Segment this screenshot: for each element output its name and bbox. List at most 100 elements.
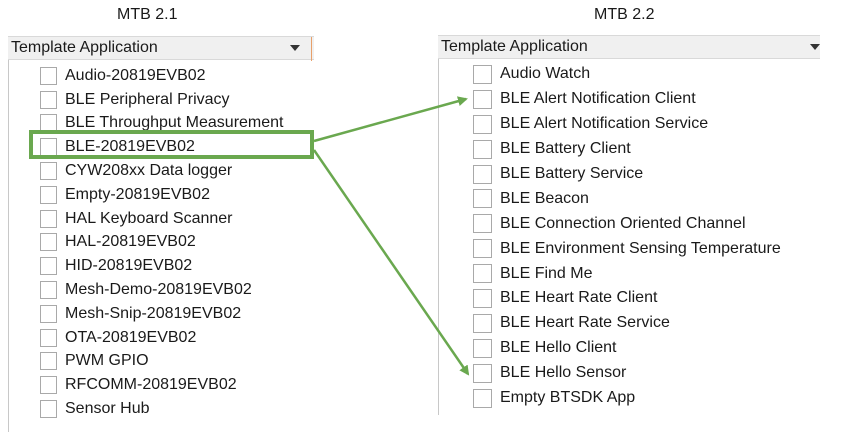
list-item-label: BLE Alert Notification Service <box>500 115 709 133</box>
list-item-label: Audio-20819EVB02 <box>65 66 206 84</box>
checkbox[interactable] <box>473 214 492 234</box>
list-item[interactable]: BLE Alert Notification Service <box>473 112 820 137</box>
list-item[interactable]: BLE Hello Client <box>473 336 820 361</box>
list-item[interactable]: BLE Alert Notification Client <box>473 87 820 112</box>
list-item[interactable]: Empty BTSDK App <box>473 386 820 411</box>
list-item[interactable]: BLE Find Me <box>473 261 820 286</box>
list-item-label: Empty BTSDK App <box>500 389 636 407</box>
list-item-label: Audio Watch <box>500 65 591 83</box>
header-divider <box>311 37 312 61</box>
list-item-label: Empty-20819EVB02 <box>65 185 210 203</box>
checkbox[interactable] <box>40 376 57 395</box>
list-item[interactable]: BLE Beacon <box>473 186 820 211</box>
list-item[interactable]: Mesh-Demo-20819EVB02 <box>40 278 314 302</box>
list-item[interactable]: OTA-20819EVB02 <box>40 326 314 350</box>
list-item-label: CYW208xx Data logger <box>65 162 233 180</box>
list-item[interactable]: Audio Watch <box>473 62 820 87</box>
right-template-list: Template Application Audio Watch BLE Ale… <box>438 35 820 415</box>
list-item-label: OTA-20819EVB02 <box>65 328 197 346</box>
left-template-list: Template Application Audio-20819EVB02 BL… <box>8 36 314 432</box>
list-item[interactable]: BLE Heart Rate Client <box>473 286 820 311</box>
list-item[interactable]: BLE-20819EVB02 <box>40 135 314 159</box>
checkbox[interactable] <box>40 185 57 204</box>
arrow-to-hello-sensor <box>312 149 470 376</box>
list-item[interactable]: BLE Hello Sensor <box>473 361 820 386</box>
list-item-label: BLE Connection Oriented Channel <box>500 214 746 232</box>
checkbox[interactable] <box>473 338 492 358</box>
checkbox[interactable] <box>473 189 492 209</box>
list-item-label: RFCOMM-20819EVB02 <box>65 376 237 394</box>
checkbox[interactable] <box>473 139 492 159</box>
chevron-down-icon[interactable] <box>810 44 820 50</box>
checkbox[interactable] <box>473 114 492 134</box>
right-panel-title: MTB 2.2 <box>594 6 655 23</box>
list-item[interactable]: HAL-20819EVB02 <box>40 231 314 255</box>
checkbox[interactable] <box>40 66 57 85</box>
arrow-to-alert-notification-client <box>313 96 468 143</box>
checkbox[interactable] <box>40 90 57 109</box>
list-item-label: Mesh-Demo-20819EVB02 <box>65 281 252 299</box>
checkbox[interactable] <box>473 264 492 284</box>
list-item-label: BLE Battery Service <box>500 165 644 182</box>
list-item-label: BLE Heart Rate Client <box>500 289 658 307</box>
list-item[interactable]: BLE Connection Oriented Channel <box>473 211 820 236</box>
list-left-edge <box>8 60 9 432</box>
checkbox[interactable] <box>40 328 57 347</box>
list-item-label: HID-20819EVB02 <box>65 257 193 275</box>
checkbox[interactable] <box>473 313 492 333</box>
checkbox[interactable] <box>40 281 57 300</box>
list-item[interactable]: Mesh-Snip-20819EVB02 <box>40 302 314 326</box>
list-item[interactable]: HAL Keyboard Scanner <box>40 207 314 231</box>
list-item[interactable]: BLE Heart Rate Service <box>473 311 820 336</box>
left-template-header[interactable]: Template Application <box>8 36 314 61</box>
list-item[interactable]: Empty-20819EVB02 <box>40 183 314 207</box>
list-item[interactable]: CYW208xx Data logger <box>40 159 314 183</box>
right-template-header-label: Template Application <box>441 38 588 55</box>
list-item-label: HAL Keyboard Scanner <box>65 209 233 227</box>
list-item-label: Mesh-Snip-20819EVB02 <box>65 304 242 322</box>
checkbox[interactable] <box>473 64 492 84</box>
list-item[interactable]: BLE Battery Service <box>473 162 820 187</box>
list-item[interactable]: Sensor Hub <box>40 397 314 421</box>
chevron-down-icon[interactable] <box>290 45 300 51</box>
list-item[interactable]: BLE Environment Sensing Temperature <box>473 236 820 261</box>
list-item-label: BLE Find Me <box>500 264 593 282</box>
list-item-label: PWM GPIO <box>65 352 149 370</box>
list-item[interactable]: BLE Peripheral Privacy <box>40 88 314 112</box>
list-item[interactable]: BLE Battery Client <box>473 137 820 162</box>
right-template-header[interactable]: Template Application <box>438 35 820 59</box>
checkbox[interactable] <box>40 304 57 323</box>
checkbox[interactable] <box>473 89 492 109</box>
list-item-label: BLE Hello Sensor <box>500 364 627 382</box>
left-template-header-label: Template Application <box>11 39 158 56</box>
highlight-box <box>29 130 314 159</box>
checkbox[interactable] <box>473 363 492 383</box>
list-item-label: BLE Throughput Measurement <box>65 114 284 132</box>
checkbox[interactable] <box>40 233 57 252</box>
checkbox[interactable] <box>40 257 57 276</box>
checkbox[interactable] <box>473 239 492 259</box>
list-item-label: BLE Beacon <box>500 189 589 207</box>
list-item[interactable]: PWM GPIO <box>40 350 314 374</box>
checkbox[interactable] <box>40 400 57 419</box>
list-item[interactable]: Audio-20819EVB02 <box>40 64 314 88</box>
checkbox[interactable] <box>40 352 57 371</box>
list-item-label: BLE Battery Client <box>500 140 631 158</box>
right-rows: Audio Watch BLE Alert Notification Clien… <box>438 62 820 410</box>
left-rows: Audio-20819EVB02 BLE Peripheral Privacy … <box>8 64 314 421</box>
checkbox[interactable] <box>473 164 492 184</box>
list-item-label: HAL-20819EVB02 <box>65 233 196 251</box>
list-item-label: BLE Heart Rate Service <box>500 314 670 332</box>
list-item[interactable]: HID-20819EVB02 <box>40 254 314 278</box>
checkbox[interactable] <box>40 209 57 228</box>
checkbox[interactable] <box>473 388 492 408</box>
checkbox[interactable] <box>473 288 492 308</box>
list-item-label: BLE Environment Sensing Temperature <box>500 239 781 257</box>
list-item-label: BLE Alert Notification Client <box>500 90 696 108</box>
list-item[interactable]: RFCOMM-20819EVB02 <box>40 373 314 397</box>
left-panel-title: MTB 2.1 <box>117 6 178 23</box>
list-item-label: Sensor Hub <box>65 400 150 418</box>
checkbox[interactable] <box>40 162 57 181</box>
list-item-label: BLE-20819EVB02 <box>65 138 195 156</box>
